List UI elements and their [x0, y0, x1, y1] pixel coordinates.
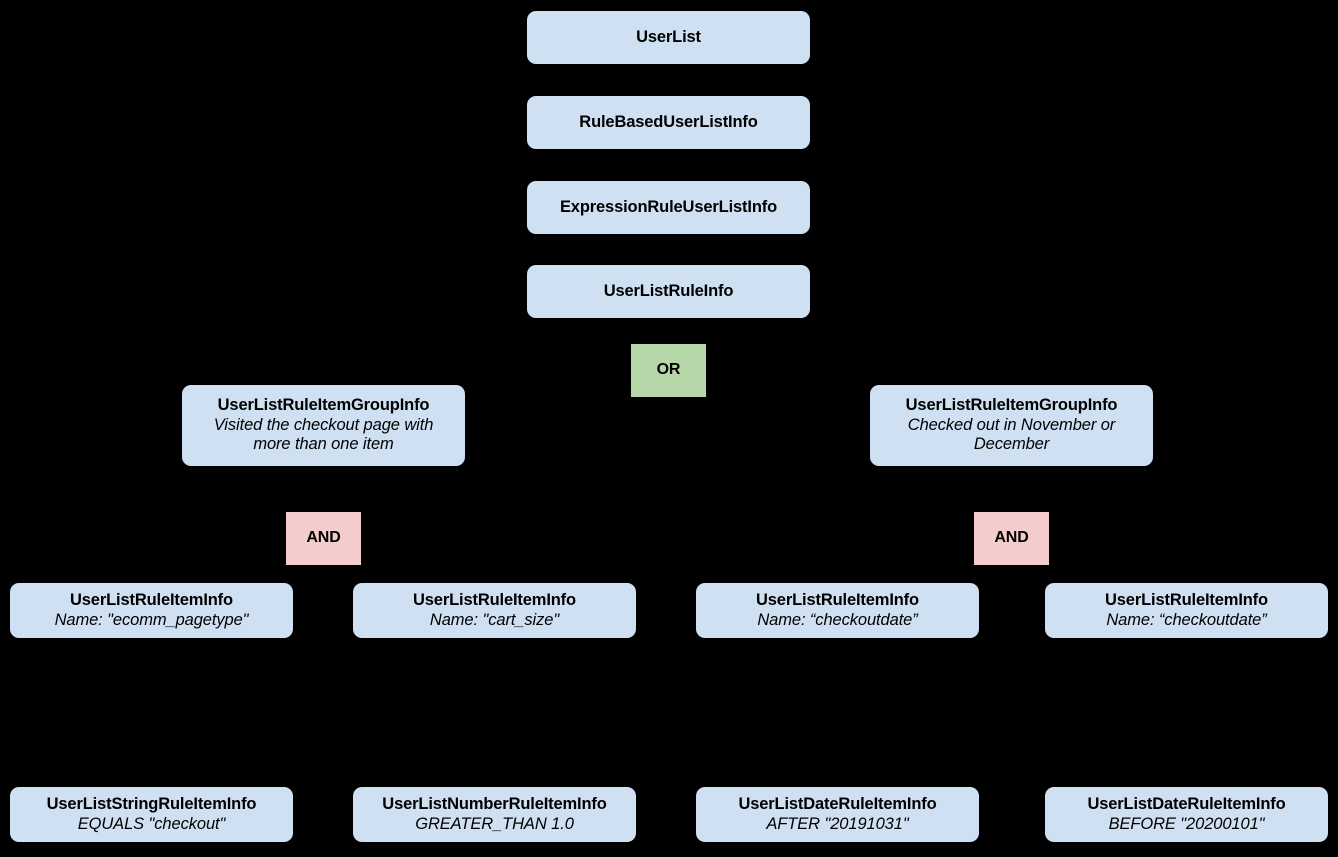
node-group-right[interactable]: UserListRuleItemGroupInfo Checked out in… [870, 385, 1153, 466]
edge-expression-to-ruleinfo [668, 233, 670, 265]
edge-and-left-branch [151, 570, 496, 572]
node-rule-item-3-title: UserListRuleItemInfo [756, 591, 919, 610]
node-leaf-2-subtitle: GREATER_THAN 1.0 [415, 814, 574, 833]
node-or-operator[interactable]: OR [631, 344, 706, 397]
edge-and-right-stem [1011, 565, 1013, 571]
node-rule-item-3-subtitle: Name: “checkoutdate” [757, 610, 918, 629]
node-group-right-subtitle: Checked out in November or December [907, 415, 1116, 454]
edge-and-right-to-item3 [836, 570, 838, 583]
node-rule-item-4-title: UserListRuleItemInfo [1105, 591, 1268, 610]
node-expression-rule-user-list-info[interactable]: ExpressionRuleUserListInfo [527, 181, 810, 234]
edge-group-left-to-and [322, 466, 324, 512]
node-rule-item-1-subtitle: Name: "ecomm_pagetype" [54, 610, 249, 629]
node-rule-based-user-list-info-title: RuleBasedUserListInfo [579, 112, 758, 131]
node-leaf-3-title: UserListDateRuleItemInfo [738, 795, 937, 814]
edge-group-right-to-and [1011, 466, 1013, 512]
node-rule-item-2-subtitle: Name: "cart_size" [429, 610, 560, 629]
node-leaf-4[interactable]: UserListDateRuleItemInfo BEFORE "2020010… [1045, 787, 1328, 842]
node-leaf-4-title: UserListDateRuleItemInfo [1087, 795, 1286, 814]
node-and-right[interactable]: AND [974, 512, 1049, 565]
edge-and-right-to-item4 [1185, 570, 1187, 583]
node-rule-item-4[interactable]: UserListRuleItemInfo Name: “checkoutdate… [1045, 583, 1328, 638]
node-rule-item-1-title: UserListRuleItemInfo [70, 591, 233, 610]
node-leaf-3[interactable]: UserListDateRuleItemInfo AFTER "20191031… [696, 787, 979, 842]
arrowhead-group-left [317, 379, 331, 388]
edge-item2-to-leaf2 [494, 637, 496, 787]
node-and-left-label: AND [306, 529, 341, 547]
node-rule-item-1[interactable]: UserListRuleItemInfo Name: "ecomm_pagety… [10, 583, 293, 638]
node-leaf-1-subtitle: EQUALS "checkout" [77, 814, 226, 833]
node-group-left-subtitle: Visited the checkout page with more than… [213, 415, 434, 454]
node-rule-item-2-title: UserListRuleItemInfo [413, 591, 576, 610]
edge-userlist-to-rulebased [668, 63, 670, 95]
node-group-left-title: UserListRuleItemGroupInfo [217, 396, 430, 415]
node-leaf-2[interactable]: UserListNumberRuleItemInfo GREATER_THAN … [353, 787, 636, 842]
node-and-left[interactable]: AND [286, 512, 361, 565]
node-user-list-rule-info-title: UserListRuleInfo [603, 281, 734, 300]
edge-rulebased-to-expression [668, 148, 670, 180]
edge-item3-to-leaf3 [836, 637, 838, 787]
edge-and-left-to-item1 [150, 570, 152, 583]
node-rule-item-3[interactable]: UserListRuleItemInfo Name: “checkoutdate… [696, 583, 979, 638]
node-rule-item-4-subtitle: Name: “checkoutdate” [1106, 610, 1267, 629]
node-or-operator-label: OR [656, 361, 681, 379]
edge-and-left-to-item2 [494, 570, 496, 583]
node-user-list-title: UserList [636, 27, 701, 46]
edge-and-right-branch [837, 570, 1186, 572]
node-and-right-label: AND [994, 529, 1029, 547]
node-leaf-2-title: UserListNumberRuleItemInfo [382, 795, 607, 814]
node-leaf-1-title: UserListStringRuleItemInfo [46, 795, 257, 814]
node-rule-based-user-list-info[interactable]: RuleBasedUserListInfo [527, 96, 810, 149]
node-leaf-4-subtitle: BEFORE "20200101" [1108, 814, 1265, 833]
node-rule-item-2[interactable]: UserListRuleItemInfo Name: "cart_size" [353, 583, 636, 638]
edge-item4-to-leaf4 [1185, 637, 1187, 787]
node-group-right-title: UserListRuleItemGroupInfo [905, 396, 1118, 415]
edge-and-left-stem [322, 565, 324, 571]
edge-item1-to-leaf1 [150, 637, 152, 787]
node-user-list-rule-info[interactable]: UserListRuleInfo [527, 265, 810, 318]
arrowhead-group-right [1004, 379, 1018, 388]
node-expression-rule-user-list-info-title: ExpressionRuleUserListInfo [559, 197, 778, 216]
node-group-left[interactable]: UserListRuleItemGroupInfo Visited the ch… [182, 385, 465, 466]
node-user-list[interactable]: UserList [527, 11, 810, 64]
node-leaf-3-subtitle: AFTER "20191031" [766, 814, 909, 833]
edge-ruleinfo-to-or [668, 317, 670, 344]
node-leaf-1[interactable]: UserListStringRuleItemInfo EQUALS "check… [10, 787, 293, 842]
